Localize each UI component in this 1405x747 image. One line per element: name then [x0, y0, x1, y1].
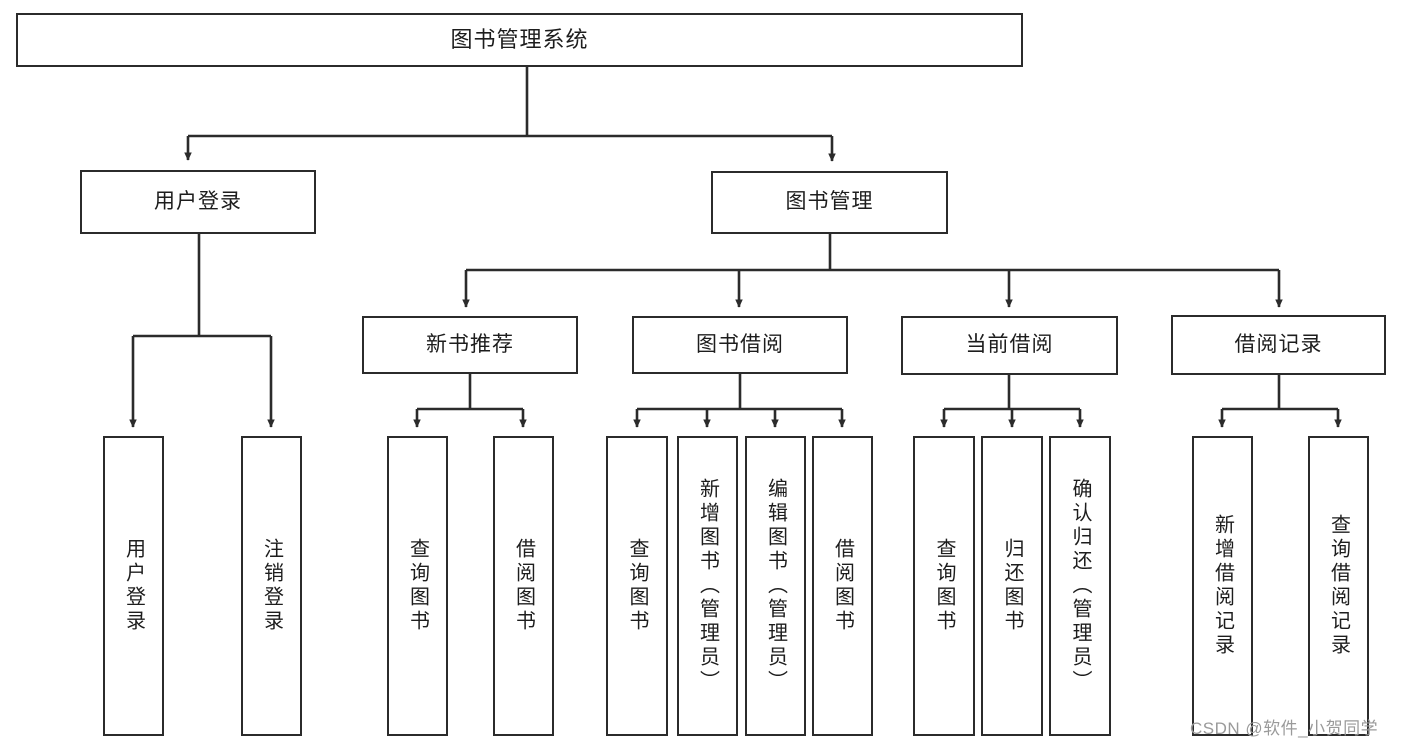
node-leaf-user-login[interactable]: 用户登录 — [103, 436, 164, 736]
node-root[interactable]: 图书管理系统 — [16, 13, 1023, 67]
node-leaf-record-add-label: 新增借阅记录 — [1211, 514, 1234, 658]
node-book-manage-label: 图书管理 — [785, 190, 874, 214]
node-book-borrow-label: 图书借阅 — [696, 332, 784, 356]
node-leaf-record-query[interactable]: 查询借阅记录 — [1308, 436, 1369, 736]
node-leaf-borrow-edit-book-label: 编辑图书（管理员） — [764, 478, 787, 694]
node-leaf-borrow-query-book-label: 查询图书 — [626, 538, 648, 634]
node-borrow-record-label: 借阅记录 — [1234, 332, 1323, 356]
node-leaf-current-query-book-label: 查询图书 — [933, 538, 955, 634]
node-leaf-recommend-borrow-book-label: 借阅图书 — [512, 538, 535, 634]
node-current-borrow[interactable]: 当前借阅 — [901, 316, 1118, 375]
node-leaf-current-query-book[interactable]: 查询图书 — [913, 436, 975, 736]
node-leaf-current-confirm-return[interactable]: 确认归还（管理员） — [1049, 436, 1111, 736]
csdn-watermark: CSDN @软件_小贺同学 — [1190, 719, 1379, 738]
node-root-label: 图书管理系统 — [450, 27, 589, 53]
node-leaf-recommend-query-book-label: 查询图书 — [406, 538, 429, 634]
node-user-login[interactable]: 用户登录 — [80, 170, 316, 234]
node-borrow-record[interactable]: 借阅记录 — [1171, 315, 1386, 375]
node-leaf-borrow-edit-book[interactable]: 编辑图书（管理员） — [745, 436, 806, 736]
node-leaf-current-confirm-return-label: 确认归还（管理员） — [1069, 478, 1091, 694]
node-leaf-current-return-book[interactable]: 归还图书 — [981, 436, 1043, 736]
node-current-borrow-label: 当前借阅 — [965, 333, 1054, 357]
node-leaf-user-logout[interactable]: 注销登录 — [241, 436, 302, 736]
node-leaf-borrow-do-borrow[interactable]: 借阅图书 — [812, 436, 873, 736]
node-leaf-user-logout-label: 注销登录 — [260, 538, 283, 634]
node-leaf-recommend-query-book[interactable]: 查询图书 — [387, 436, 448, 736]
node-leaf-current-return-book-label: 归还图书 — [1001, 538, 1023, 634]
node-leaf-record-query-label: 查询借阅记录 — [1327, 514, 1350, 658]
node-leaf-user-login-label: 用户登录 — [122, 538, 145, 634]
node-user-login-label: 用户登录 — [154, 189, 242, 213]
node-leaf-recommend-borrow-book[interactable]: 借阅图书 — [493, 436, 554, 736]
node-book-manage[interactable]: 图书管理 — [711, 171, 948, 234]
node-leaf-borrow-do-borrow-label: 借阅图书 — [831, 538, 854, 634]
node-leaf-record-add[interactable]: 新增借阅记录 — [1192, 436, 1253, 736]
node-leaf-borrow-add-book-label: 新增图书（管理员） — [696, 478, 719, 694]
node-book-borrow[interactable]: 图书借阅 — [632, 316, 848, 374]
node-leaf-borrow-query-book[interactable]: 查询图书 — [606, 436, 668, 736]
node-new-book-recommend-label: 新书推荐 — [426, 332, 514, 356]
node-new-book-recommend[interactable]: 新书推荐 — [362, 316, 578, 374]
node-leaf-borrow-add-book[interactable]: 新增图书（管理员） — [677, 436, 738, 736]
